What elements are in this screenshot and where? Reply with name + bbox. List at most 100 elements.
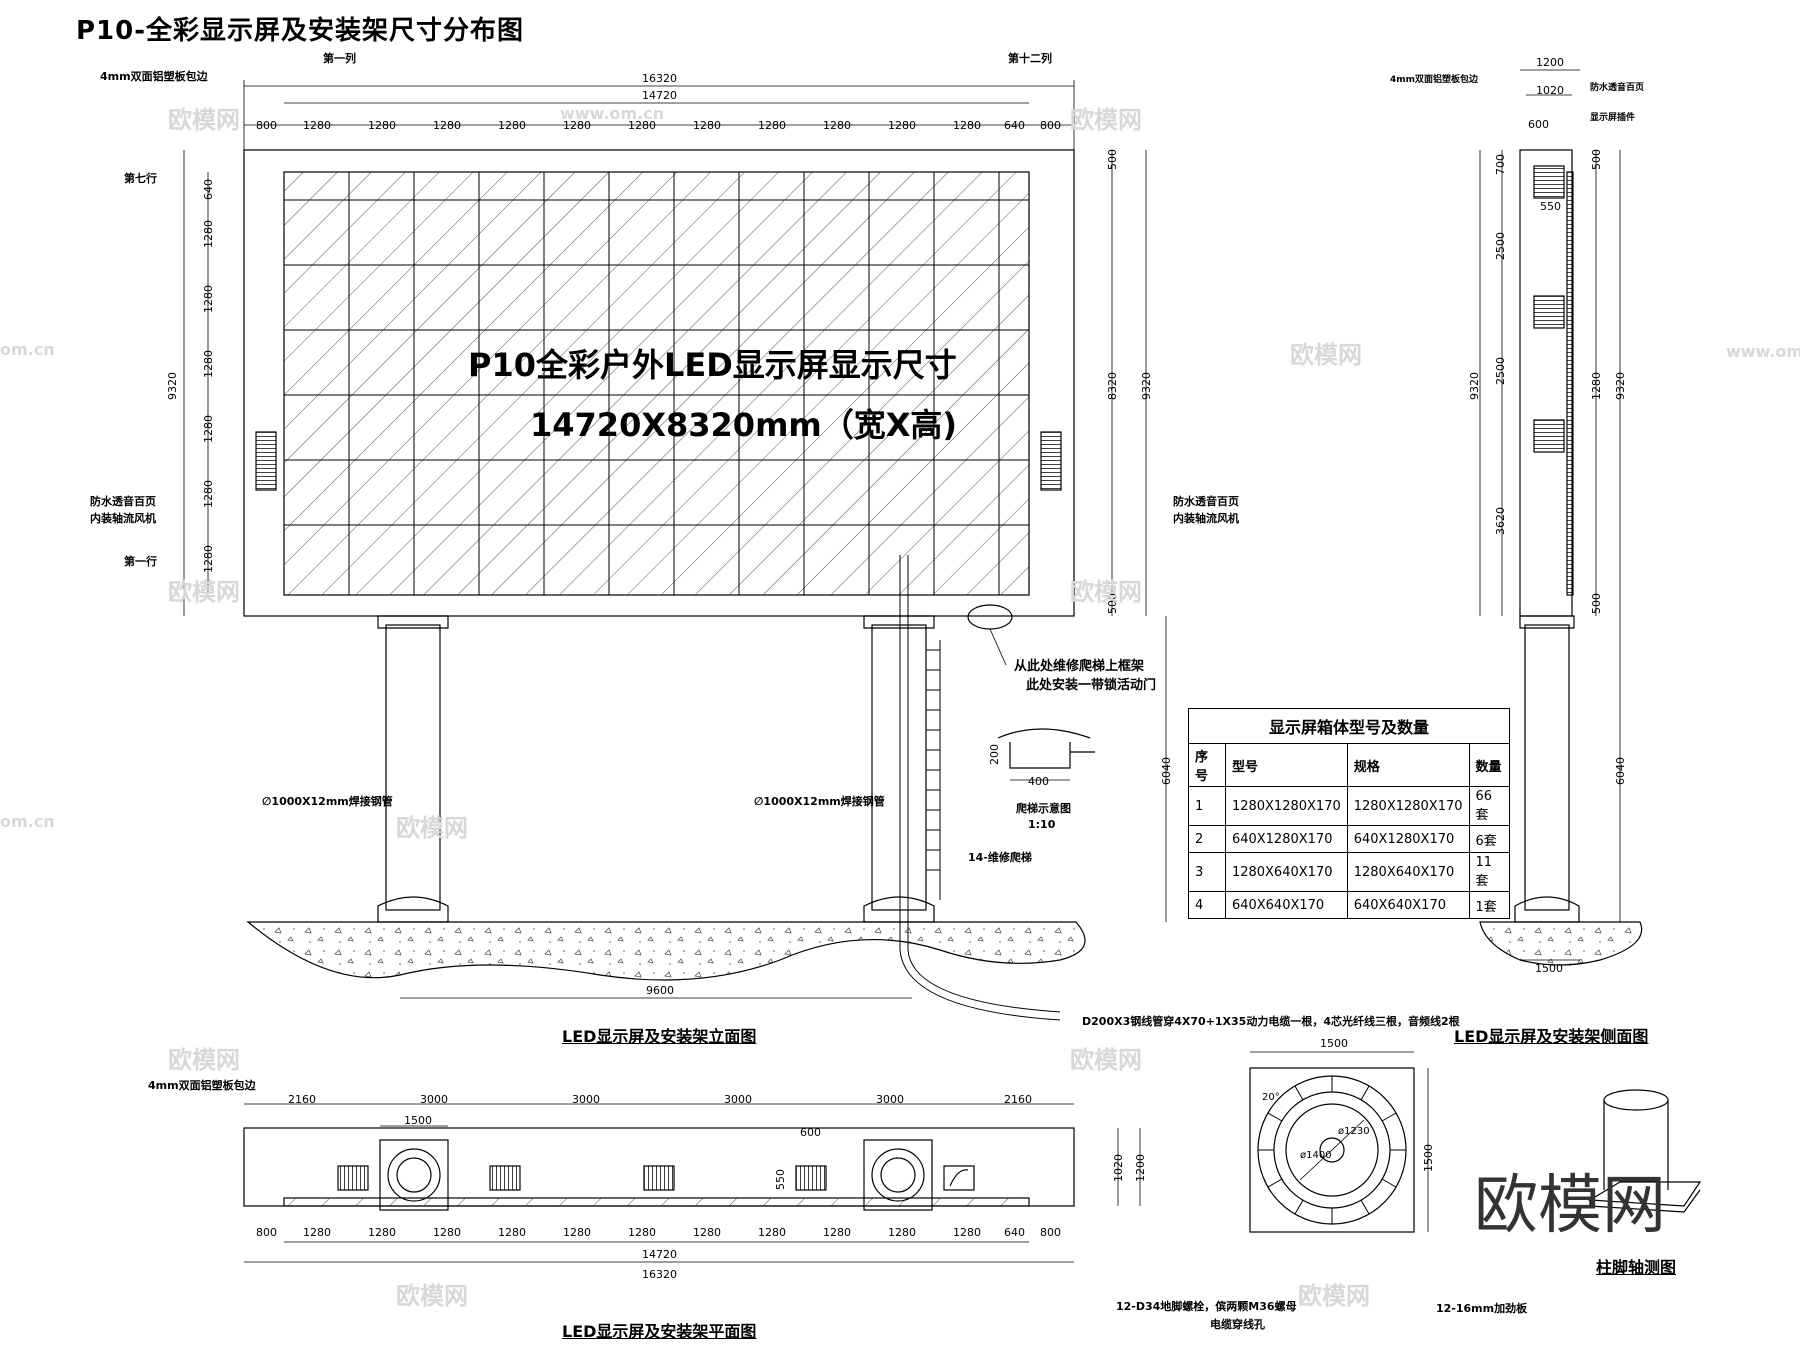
pole-left: [385, 624, 441, 911]
dim-left-total: 9320: [166, 372, 179, 400]
table-cell: 11套: [1468, 852, 1511, 892]
plan-dim-col: 800: [256, 1226, 277, 1239]
side-frame: [1519, 149, 1573, 617]
elevation-dimensions: [183, 80, 1167, 999]
caption-plan: LED显示屏及安装架平面图: [562, 1322, 757, 1341]
label-access-2: 此处安装一带锁活动门: [1026, 678, 1157, 693]
outer-frame: [243, 149, 1075, 617]
table-title: 显示屏箱体型号及数量: [1188, 708, 1510, 744]
base-dim-right: 1500: [1422, 1144, 1435, 1172]
dim-col: 1280: [953, 119, 981, 132]
table-header-row: 序号 型号 规格 数量: [1188, 743, 1511, 787]
ladder-scale: 1:10: [1028, 818, 1056, 831]
plan-dim-total: 16320: [642, 1268, 677, 1281]
plan-ladder-box: [943, 1165, 975, 1191]
table-cell: 1280X640X170: [1224, 852, 1348, 892]
watermark-brand: 欧模网: [1070, 106, 1142, 134]
label-row-seven: 第七行: [124, 172, 157, 185]
watermark-brand: 欧模网: [1070, 1046, 1142, 1074]
watermark-url: www.om.cn: [560, 104, 665, 123]
table-cell: 3: [1188, 852, 1226, 892]
dim-col: 800: [256, 119, 277, 132]
table-cell: 640X1280X170: [1224, 825, 1348, 853]
vent-right: [1040, 431, 1062, 491]
plan-dim-1500: 1500: [404, 1114, 432, 1127]
plan-louver-4: [795, 1165, 827, 1191]
dim-col: 1280: [888, 119, 916, 132]
dim-col: 640: [1004, 119, 1025, 132]
base-label-bolts-2: 电缆穿线孔: [1210, 1318, 1265, 1331]
base-angle: 20°: [1262, 1092, 1280, 1103]
ladder-dim-h: 200: [988, 744, 1001, 765]
dim-col: 1280: [498, 119, 526, 132]
axis-detail: [1588, 1089, 1702, 1213]
plan-dim-col: 1280: [368, 1226, 396, 1239]
plan-dim-col: 1280: [823, 1226, 851, 1239]
cabinet-grid: [284, 172, 1029, 595]
watermark-domain: om.cn: [0, 340, 55, 359]
side-dim-top: 550: [1540, 200, 1561, 213]
side-dim-left: 2500: [1494, 232, 1507, 260]
table-cell: 6套: [1468, 825, 1511, 853]
table-cell: 640X640X170: [1346, 891, 1470, 919]
base-pole-circle: [1285, 1103, 1379, 1197]
screen-text-line2: 14720X8320mm（宽X高): [530, 406, 958, 444]
plan-dim-col: 1280: [888, 1226, 916, 1239]
plan-dim-col: 1280: [693, 1226, 721, 1239]
table-row: 1 1280X1280X170 1280X1280X170 66套: [1188, 786, 1511, 826]
plan-base-left: [379, 1139, 449, 1211]
plan-dim-600: 600: [800, 1126, 821, 1139]
access-door-mark: [967, 604, 1013, 630]
watermark-brand-large: 欧模网: [1474, 1169, 1666, 1243]
plan-view: [243, 1103, 1141, 1263]
side-dim-top: 1200: [1536, 56, 1564, 69]
watermark-brand: 欧模网: [1298, 1282, 1370, 1310]
dim-right: 8320: [1106, 372, 1119, 400]
side-label-edge: 4mm双面铝塑板包边: [1390, 75, 1479, 85]
dim-col: 1280: [303, 119, 331, 132]
ladder: [899, 555, 1061, 1021]
plan-dim-col: 1280: [303, 1226, 331, 1239]
label-pipe-right: ∅1000X12mm焊接钢管: [754, 795, 885, 808]
dim-row: 1280: [202, 545, 215, 573]
table-row: 4 640X640X170 640X640X170 1套: [1188, 891, 1511, 919]
dim-row: 640: [202, 179, 215, 200]
dim-top-inner: 14720: [642, 89, 677, 102]
label-ladder: 14-维修爬梯: [968, 851, 1032, 864]
side-louver-1: [1533, 165, 1565, 199]
dim-col: 1280: [433, 119, 461, 132]
watermark-brand: 欧模网: [396, 814, 468, 842]
dim-row: 1280: [202, 285, 215, 313]
plan-dim-top: 3000: [420, 1093, 448, 1106]
vent-left: [255, 431, 277, 491]
label-vent-left-2: 内装轴流风机: [90, 512, 156, 525]
table-header: 型号: [1224, 743, 1348, 787]
pole-right: [871, 624, 927, 911]
side-dim-right: 500: [1590, 149, 1603, 170]
plan-louver-3: [643, 1165, 675, 1191]
plan-dim-col: 1280: [758, 1226, 786, 1239]
plan-dim-col: 1280: [498, 1226, 526, 1239]
label-pipe-left: ∅1000X12mm焊接钢管: [262, 795, 393, 808]
base-detail: [1249, 1051, 1429, 1233]
elevation-view: [183, 80, 1167, 1021]
label-col-first: 第一列: [323, 52, 356, 65]
table-header: 规格: [1346, 743, 1470, 787]
plan-dim-top: 2160: [1004, 1093, 1032, 1106]
pole-right-top: [863, 615, 935, 629]
side-dim-right-total: 9320: [1614, 372, 1627, 400]
dim-pole-spacing: 9600: [646, 984, 674, 997]
plan-dim-top: 3000: [724, 1093, 752, 1106]
ladder-dim-w: 400: [1028, 775, 1049, 788]
watermark-brand: 欧模网: [168, 578, 240, 606]
caption-side: LED显示屏及安装架侧面图: [1454, 1027, 1649, 1046]
plan-louver-2: [489, 1165, 521, 1191]
side-louver-2: [1533, 295, 1565, 329]
pole-left-base: [377, 896, 449, 923]
base-label-rib: 12-16mm加劲板: [1436, 1302, 1528, 1315]
side-dim-top: 1020: [1536, 84, 1564, 97]
side-dim-top: 600: [1528, 118, 1549, 131]
caption-elevation: LED显示屏及安装架立面图: [562, 1027, 757, 1046]
table-cell: 1280X1280X170: [1346, 786, 1470, 826]
